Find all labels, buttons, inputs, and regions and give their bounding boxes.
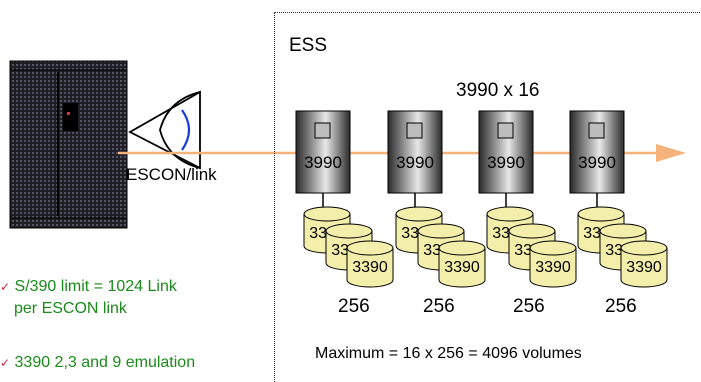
maximum-text: Maximum = 16 x 256 = 4096 volumes	[315, 345, 582, 362]
control-unit-label: 3990	[396, 153, 434, 172]
control-unit-label: 3990	[304, 153, 342, 172]
mainframe-icon	[9, 60, 128, 229]
control-unit-label: 3990	[487, 153, 525, 172]
control-unit: 3990	[569, 110, 625, 194]
disk-label: 3390	[352, 259, 388, 276]
disk-label: 3390	[626, 259, 662, 276]
control-unit-label: 3990	[578, 153, 616, 172]
cu-group-label: 3990 x 16	[456, 80, 540, 101]
cu-connectors	[322, 193, 598, 208]
ess-label: ESS	[289, 35, 328, 56]
note-emulation-line1: 3390 2,3 and 9 emulation	[14, 354, 196, 371]
control-unit: 3990	[295, 110, 351, 194]
note-limit: ✓ S/390 limit = 1024 Link per ESCON link	[0, 276, 177, 320]
note-limit-line2: per ESCON link	[14, 300, 127, 317]
eye-icon	[128, 90, 201, 170]
check-icon: ✓	[0, 356, 11, 370]
disk-icon: 3390	[346, 240, 394, 288]
disk-count-3: 256	[513, 296, 545, 317]
check-icon: ✓	[0, 280, 11, 294]
disk-label: 3390	[535, 259, 571, 276]
disk-label: 3390	[444, 259, 480, 276]
disk-count-2: 256	[423, 296, 455, 317]
disk-icon: 3390	[438, 240, 486, 288]
note-limit-line1: S/390 limit = 1024 Link	[14, 278, 177, 295]
ess-boundary	[274, 12, 700, 382]
disk-icon: 3390	[620, 240, 668, 288]
disk-count-1: 256	[338, 296, 370, 317]
disk-icon: 3390	[529, 240, 577, 288]
control-unit: 3990	[387, 110, 443, 194]
link-label: ESCON/link	[126, 165, 217, 184]
control-unit: 3990	[478, 110, 534, 194]
disk-count-4: 256	[605, 296, 637, 317]
note-emulation: ✓ 3390 2,3 and 9 emulation	[0, 352, 195, 374]
